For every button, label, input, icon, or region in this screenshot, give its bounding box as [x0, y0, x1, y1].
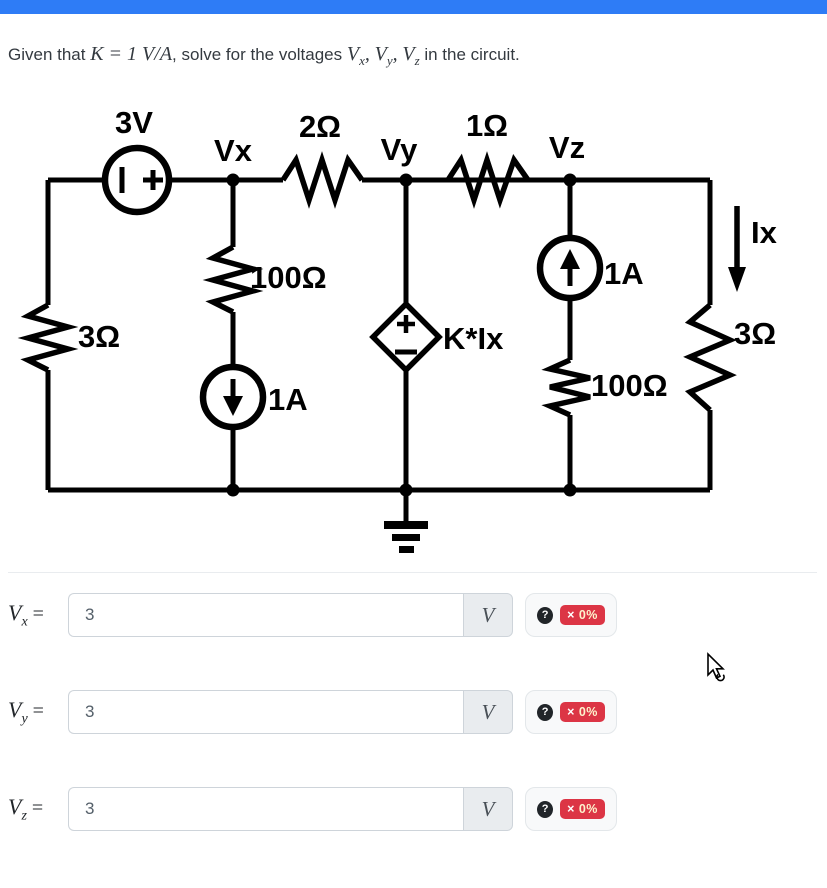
- vy-label: Vy=: [8, 696, 44, 727]
- math-k-expression: K = 1 V/A: [90, 43, 173, 65]
- vz-label: Vz=: [8, 793, 44, 824]
- vx-help-icon[interactable]: ?: [537, 606, 554, 624]
- section-divider: [8, 572, 817, 573]
- label-node-vz: Vz: [549, 130, 585, 165]
- answer-row-vy: Vy= V ? × 0%: [0, 690, 660, 734]
- circuit-diagram: 3V Vx 2Ω Vy 1Ω Vz 100Ω 1A K*Ix 1A 100Ω 3…: [17, 105, 778, 553]
- problem-statement: Given that K = 1 V/A, solve for the volt…: [8, 41, 768, 74]
- label-3ohm-right: 3Ω: [734, 316, 776, 351]
- math-vz: Vz: [402, 43, 420, 68]
- top-accent-bar: [0, 0, 827, 14]
- vx-feedback: ? × 0%: [525, 593, 617, 637]
- current-source-1a-down: [199, 363, 267, 431]
- ix-arrow: [728, 206, 746, 292]
- mouse-cursor-icon: [707, 652, 725, 682]
- problem-text-end: in the circuit.: [419, 45, 520, 64]
- vz-feedback: ? × 0%: [525, 787, 617, 831]
- answer-row-vz: Vz= V ? × 0%: [0, 787, 660, 831]
- vx-input[interactable]: [68, 593, 463, 637]
- vy-input[interactable]: [68, 690, 463, 734]
- label-2ohm: 2Ω: [299, 109, 341, 144]
- x-icon: ×: [567, 705, 575, 719]
- x-icon: ×: [567, 608, 575, 622]
- label-3ohm-left: 3Ω: [78, 319, 120, 354]
- vz-help-icon[interactable]: ?: [537, 800, 554, 818]
- resistor-1ohm: [445, 151, 531, 209]
- answer-row-vx: Vx= V ? × 0%: [0, 593, 660, 637]
- vz-input-group: V: [68, 787, 513, 831]
- label-ix: Ix: [751, 215, 778, 250]
- x-icon: ×: [567, 802, 575, 816]
- node-dots: [226, 173, 577, 497]
- label-1a-down: 1A: [268, 382, 308, 417]
- dependent-source-kix: [369, 300, 443, 374]
- label-100ohm-left: 100Ω: [250, 260, 327, 295]
- resistor-100ohm-right: [541, 357, 591, 418]
- problem-text-given: Given that: [8, 45, 91, 64]
- label-1a-up: 1A: [604, 256, 644, 291]
- label-kix: K*Ix: [443, 321, 504, 356]
- resistor-100ohm-left: [202, 244, 264, 315]
- resistor-2ohm: [280, 151, 365, 209]
- label-3v: 3V: [115, 105, 153, 140]
- resistor-3ohm-right: [683, 302, 737, 413]
- vx-label: Vx=: [8, 599, 44, 630]
- label-node-vx: Vx: [214, 133, 253, 168]
- circuit-wires: [45, 177, 713, 521]
- vy-feedback: ? × 0%: [525, 690, 617, 734]
- label-1ohm: 1Ω: [466, 108, 508, 143]
- vy-unit: V: [463, 690, 513, 734]
- vy-help-icon[interactable]: ?: [537, 703, 554, 721]
- math-vx: Vx,: [346, 43, 370, 68]
- vy-score-badge: × 0%: [560, 702, 605, 722]
- vz-score-badge: × 0%: [560, 799, 605, 819]
- vz-unit: V: [463, 787, 513, 831]
- label-node-vy: Vy: [381, 132, 419, 167]
- problem-text-mid: , solve for the voltages: [172, 45, 347, 64]
- vy-input-group: V: [68, 690, 513, 734]
- math-vy: Vy,: [374, 43, 398, 68]
- label-100ohm-right: 100Ω: [591, 368, 668, 403]
- current-source-1a-up: [536, 234, 604, 302]
- vx-unit: V: [463, 593, 513, 637]
- vx-input-group: V: [68, 593, 513, 637]
- vz-input[interactable]: [68, 787, 463, 831]
- ground-symbol: [384, 521, 428, 553]
- voltage-source-3v: [101, 144, 173, 216]
- resistor-3ohm-left: [17, 302, 79, 373]
- vx-score-badge: × 0%: [560, 605, 605, 625]
